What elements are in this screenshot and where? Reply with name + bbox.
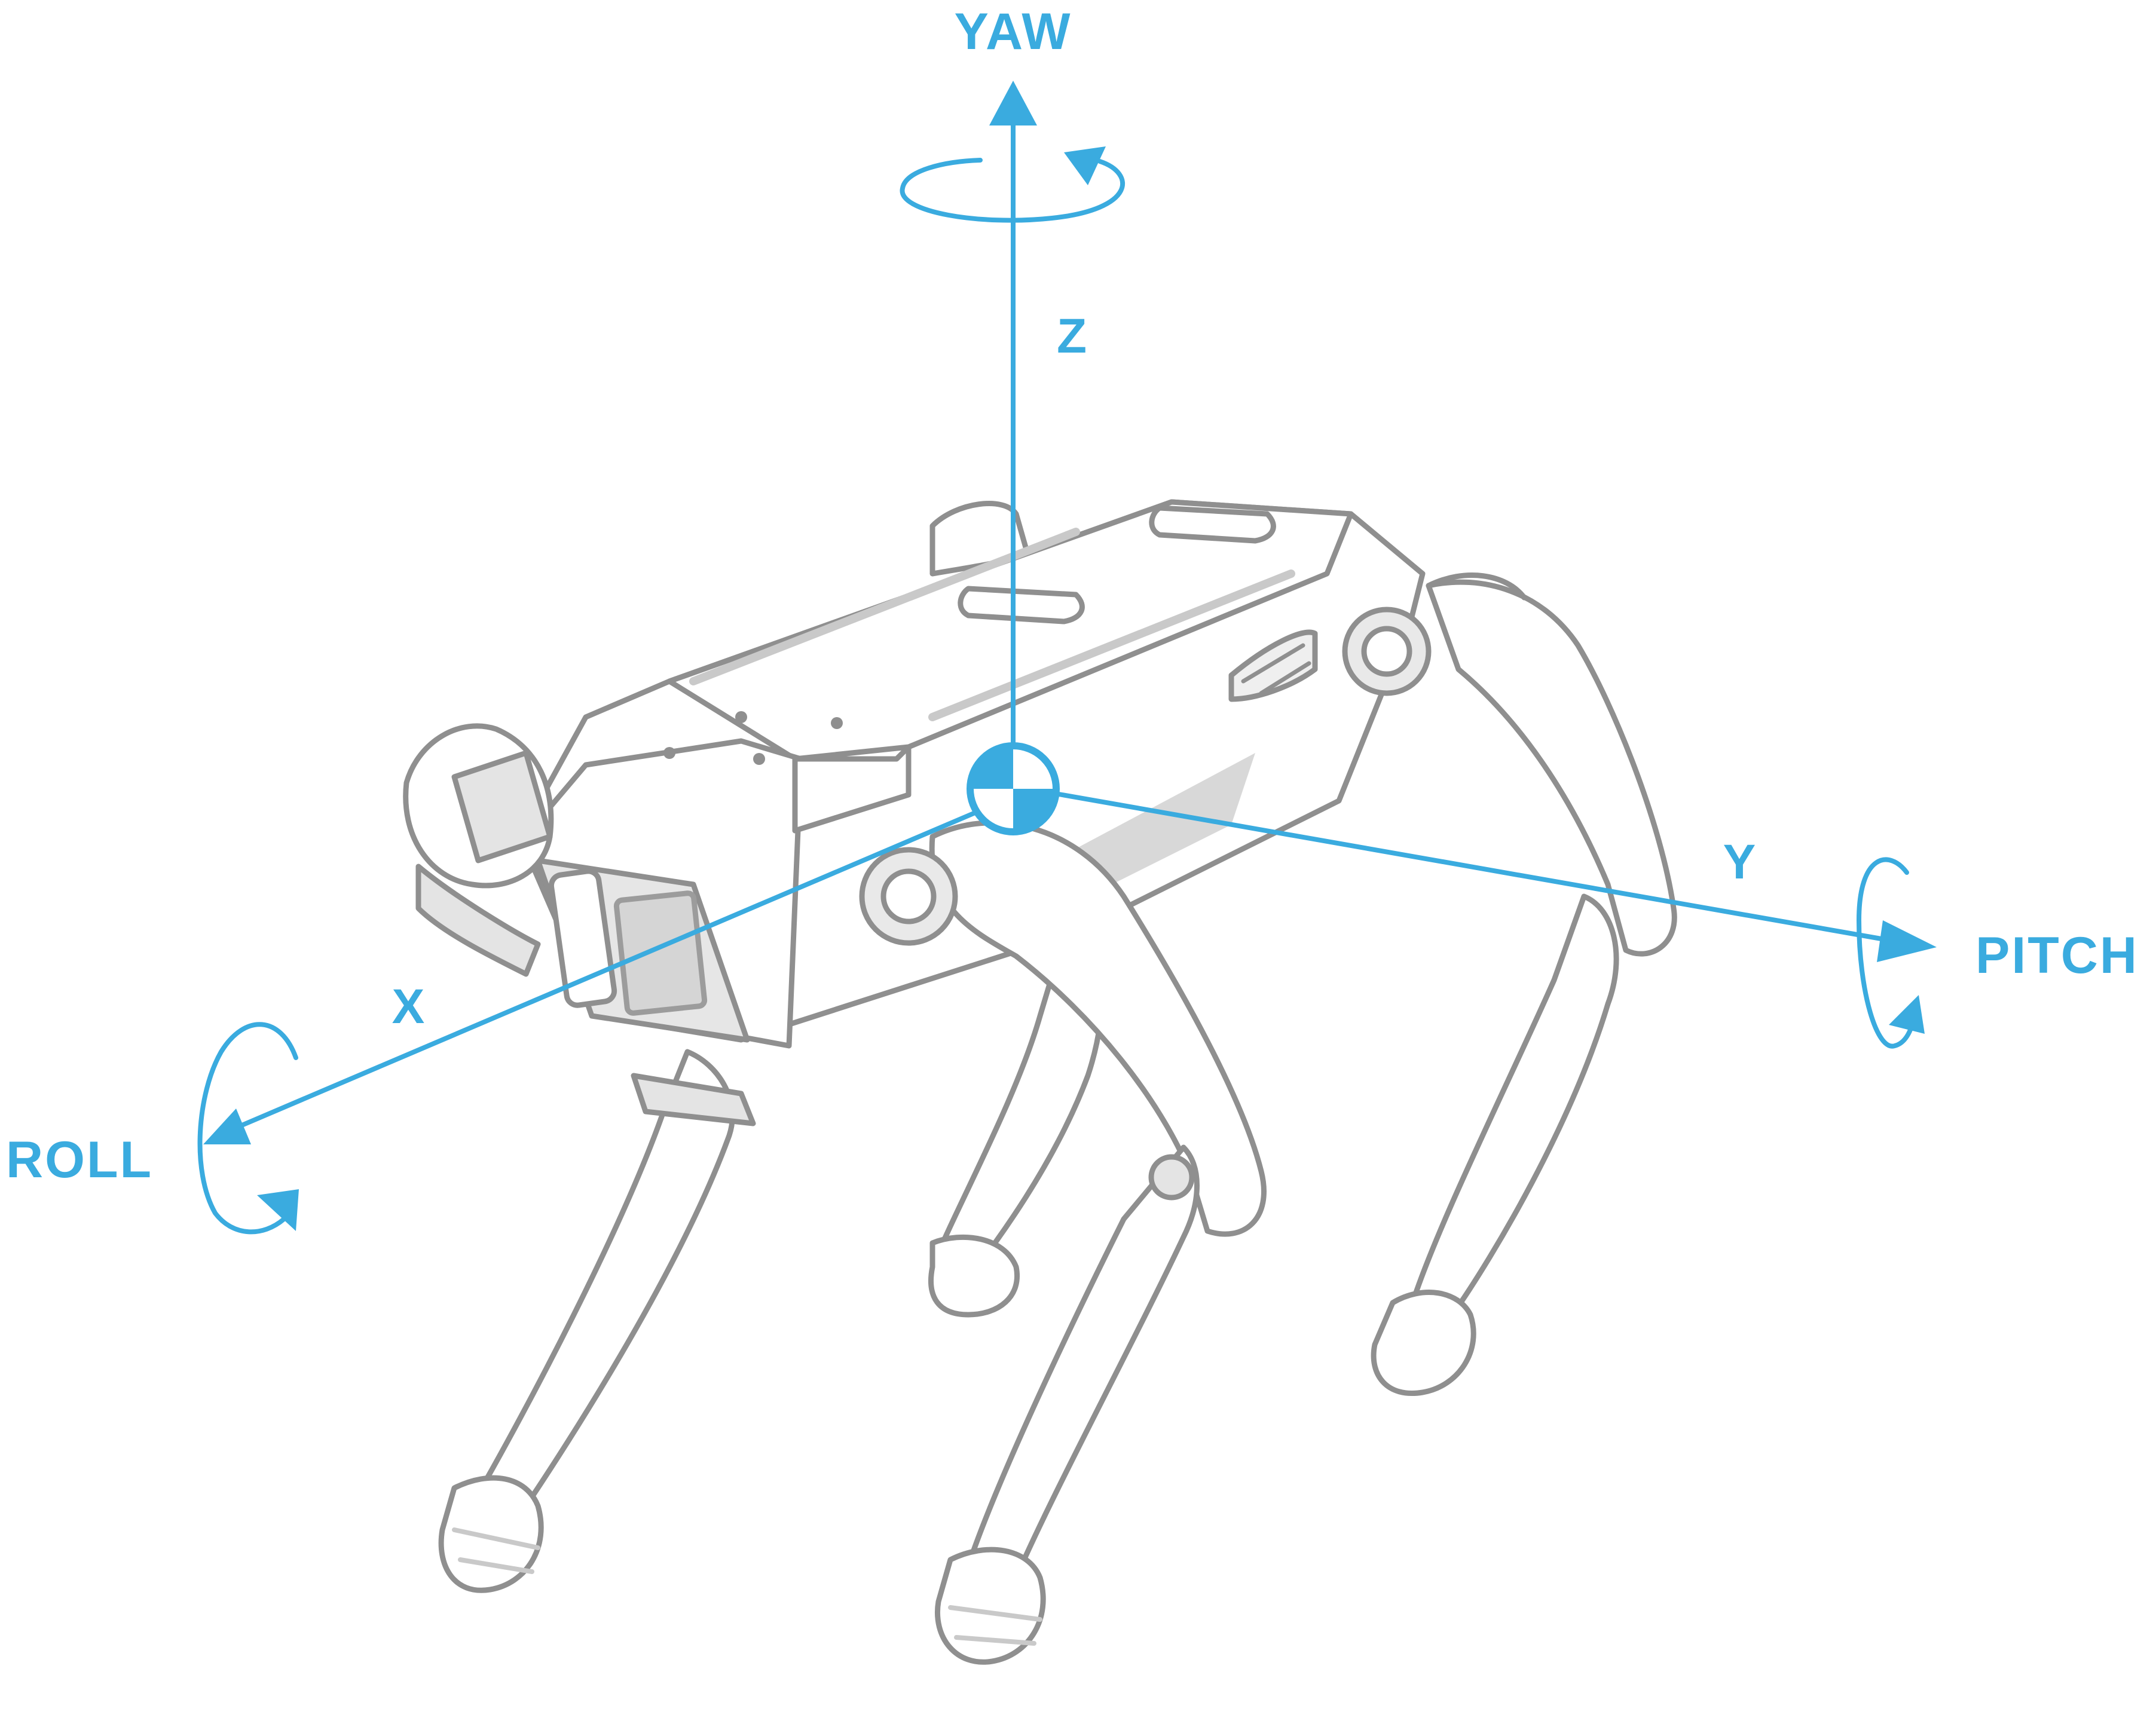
roll-rotation-arc — [197, 1022, 298, 1235]
front-left-leg — [438, 1049, 756, 1593]
y-axis-label: Y — [1723, 835, 1759, 889]
roll-rotation-arrowhead — [257, 1189, 299, 1231]
z-axis-arrowhead — [989, 81, 1037, 125]
center-of-mass-marker — [967, 742, 1060, 835]
front-left-shoulder — [403, 723, 554, 977]
x-axis-label: X — [392, 979, 427, 1034]
z-axis-label: Z — [1057, 309, 1089, 363]
axis-labels: YAW Z Y PITCH X ROLL — [6, 3, 2139, 1189]
y-axis-line — [1026, 786, 1897, 944]
y-axis-arrowhead — [1877, 920, 1937, 962]
front-right-leg-near — [859, 820, 1267, 1665]
pitch-rotation-arrowhead — [1889, 995, 1925, 1034]
yaw-label: YAW — [955, 3, 1072, 60]
yaw-rotation-arrowhead — [1064, 146, 1106, 185]
x-axis-line — [237, 795, 1013, 1129]
roll-label: ROLL — [6, 1131, 153, 1189]
robot-body — [517, 499, 1426, 1049]
axes-overlay — [197, 81, 1937, 1235]
pitch-label: PITCH — [1975, 927, 2139, 984]
x-axis-arrowhead — [203, 1109, 251, 1144]
robot-illustration — [403, 499, 1677, 1665]
yaw-rotation-arc — [900, 158, 1126, 223]
rear-hip-actuator — [1342, 572, 1527, 696]
rear-left-leg — [1371, 579, 1677, 1396]
pitch-rotation-arc — [1856, 857, 1918, 1049]
